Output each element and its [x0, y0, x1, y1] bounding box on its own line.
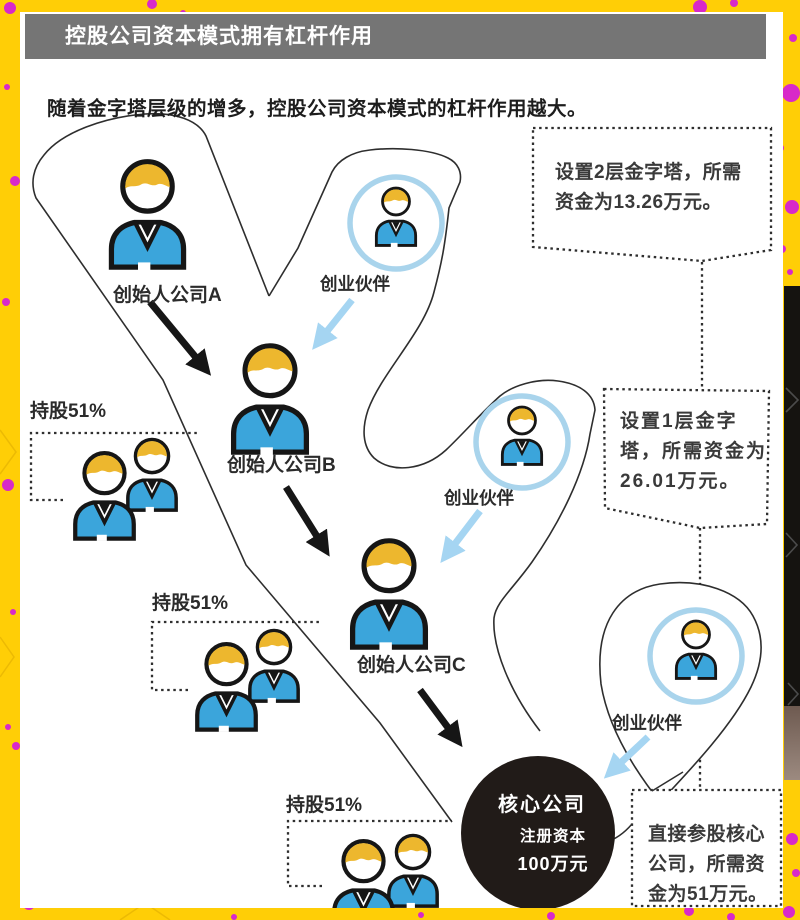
strip-chevron-icons — [785, 387, 800, 706]
founder-a-label: 创始人公司A — [113, 285, 222, 306]
founder-c-icon — [353, 539, 426, 650]
core-company-name: 核心公司 — [498, 794, 586, 816]
founder-b-label: 创始人公司B — [227, 455, 336, 476]
founder-a-icon — [111, 160, 183, 270]
arrow-a-to-b — [147, 299, 212, 376]
arrow-partner3-to-core — [603, 734, 651, 779]
callout-box-1 — [531, 126, 773, 263]
holding-label-1: 持股51% — [30, 401, 107, 422]
callout-line: 设置2层金字塔，所需 — [555, 162, 742, 183]
person-icon — [250, 629, 298, 703]
pyramid-diagram — [29, 112, 783, 908]
callout-line: 26.01万元。 — [620, 471, 741, 492]
person-icon — [128, 438, 176, 512]
partner-3-label: 创业伙伴 — [612, 713, 682, 733]
pointer-line-teardrop-to-callout3 — [651, 771, 684, 792]
core-capital-value: 100万元 — [517, 854, 589, 874]
partner-3-badge — [647, 607, 745, 705]
partner-1-label: 创业伙伴 — [320, 274, 390, 294]
callout-box-2 — [602, 387, 771, 530]
partner-2-badge — [473, 393, 571, 491]
person-icon — [197, 643, 256, 732]
intro-text: 随着金字塔层级的增多，控股公司资本模式的杠杆作用越大。 — [47, 98, 588, 120]
arrow-partner1-to-b — [312, 297, 355, 350]
core-capital-label: 注册资本 — [519, 828, 586, 845]
section-title: 控股公司资本模式拥有杠杆作用 — [65, 25, 373, 48]
core-company-circle — [461, 756, 615, 908]
content-panel: 控股公司资本模式拥有杠杆作用 随着金字塔层级的增多，控股公司资本模式的杠杆作用越… — [20, 12, 783, 908]
founder-c-label: 创始人公司C — [357, 655, 466, 676]
callout-line: 金为51万元。 — [648, 884, 768, 905]
core-company-text: 核心公司 注册资本 100万元 — [458, 788, 648, 876]
callout-line: 资金为13.26万元。 — [555, 192, 723, 213]
person-icon — [75, 452, 134, 541]
partner-1-badge — [347, 174, 445, 272]
shareholder-pair-2 — [197, 629, 298, 732]
callout-line: 直接参股核心 — [648, 824, 766, 845]
callout-box-3 — [630, 788, 783, 908]
ribbon-outline — [32, 112, 596, 823]
arrow-partner2-to-c — [440, 508, 483, 564]
person-icon — [389, 834, 437, 908]
callout-line: 公司，所需资 — [648, 854, 766, 875]
callout-1-text: 设置2层金字塔，所需 资金为13.26万元。 — [555, 158, 770, 218]
callout-2-text: 设置1层金字 塔，所需资金为 26.01万元。 — [620, 407, 770, 497]
strip-photo-patch — [784, 706, 800, 780]
shareholder-pair-3 — [334, 834, 437, 908]
founder-b-icon — [234, 344, 307, 455]
holding-label-2: 持股51% — [152, 593, 229, 614]
flow-arrows — [147, 297, 651, 779]
callout-line: 塔，所需资金为 — [620, 441, 768, 462]
shareholder-pair-1 — [75, 438, 176, 541]
person-icon — [334, 840, 393, 908]
arrow-b-to-c — [283, 485, 330, 557]
callout-3-text: 直接参股核心 公司，所需资 金为51万元。 — [648, 820, 783, 908]
callout-line: 设置1层金字 — [620, 411, 738, 432]
arrow-c-to-core — [417, 687, 463, 748]
section-title-bar: 控股公司资本模式拥有杠杆作用 — [25, 14, 766, 59]
partner-2-label: 创业伙伴 — [444, 488, 514, 508]
holding-label-3: 持股51% — [286, 795, 363, 816]
